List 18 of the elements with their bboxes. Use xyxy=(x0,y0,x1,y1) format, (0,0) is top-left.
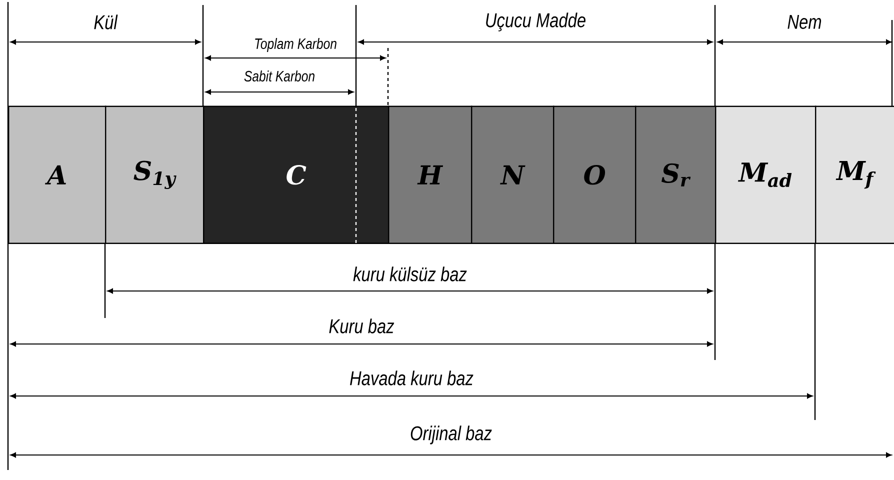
cell: H xyxy=(388,106,472,244)
cell: O xyxy=(553,106,636,244)
dimension-label: Kuru baz xyxy=(329,318,394,334)
dimension-label: Havada kuru baz xyxy=(350,370,474,386)
cell: N xyxy=(471,106,554,244)
cell: C xyxy=(203,106,390,244)
dimension-label: kuru külsüz baz xyxy=(353,266,467,282)
dimension-label: Uçucu Madde xyxy=(486,12,586,32)
dimension-label: Nem xyxy=(788,15,822,29)
dimension-label: Orijinal baz xyxy=(410,426,492,444)
cell: S$_{r}$ xyxy=(635,106,716,244)
dimension-label: Sabit Karbon xyxy=(244,70,314,82)
cell: A xyxy=(8,106,106,244)
cell: M$_{ad}$ xyxy=(715,106,816,244)
cell: M$_{f}$ xyxy=(815,106,894,244)
cell: S$_{1y}$ xyxy=(105,106,204,244)
dimension-label: Kül xyxy=(94,14,118,30)
dimension-label: Toplam Karbon xyxy=(255,38,336,52)
